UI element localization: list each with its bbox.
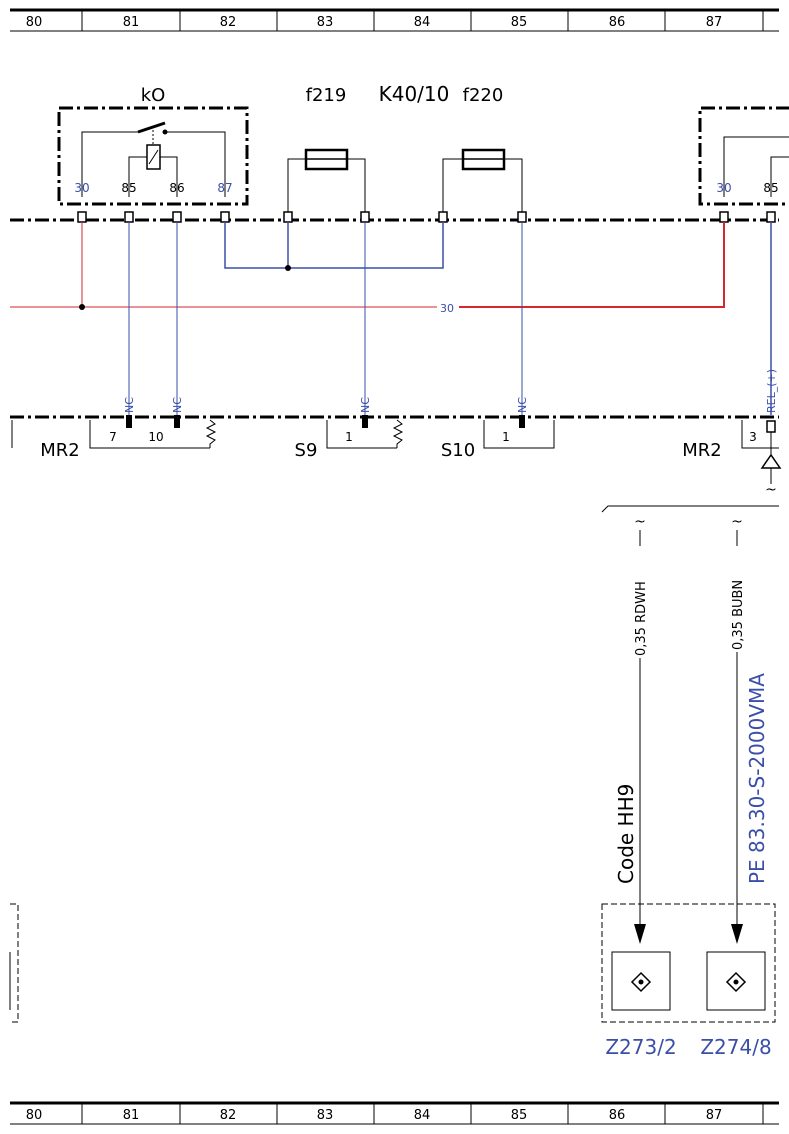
terminal-z274-8-link[interactable]: Z274/8 (700, 1035, 771, 1059)
top-ruler: 80 81 82 83 84 85 86 87 (10, 8, 779, 32)
ruler-top-80: 80 (26, 15, 43, 30)
ruler-bottom-87: 87 (706, 1108, 723, 1123)
relay-ko-label: kO (141, 85, 166, 106)
ground-point-icon (630, 971, 652, 993)
ruler-top-82: 82 (220, 15, 237, 30)
cable-bracket (601, 505, 779, 513)
ruler-top-83: 83 (317, 15, 334, 30)
wire-30-right (459, 222, 725, 308)
fuse-f219-label: f219 (306, 85, 347, 106)
signal-rel-plus: REL_(+) (765, 369, 778, 413)
left-partial-box (10, 903, 19, 1023)
s9-pin-1: 1 (345, 430, 353, 444)
fuse-f219 (287, 148, 366, 212)
wire-bubn: 0,35 BUBN (731, 530, 746, 944)
ruler-top-87: 87 (706, 15, 723, 30)
nc-label-mr2-10: NC (171, 397, 184, 413)
connector-mr2-right: ~ 3 MR2 (682, 420, 782, 498)
mr2-left-pin-10: 10 (148, 430, 163, 444)
wire-30-label: 30 (440, 302, 454, 315)
relay-ko: 30 85 86 87 (57, 106, 249, 206)
wire-rdwh-label: 0,35 RDWH (634, 581, 649, 656)
right-relay-pin-85: 85 (763, 181, 778, 195)
ruler-bottom-82: 82 (220, 1108, 237, 1123)
fuse-f220 (442, 148, 523, 212)
nc-label-mr2-7: NC (123, 397, 136, 413)
ruler-bottom-84: 84 (414, 1108, 431, 1123)
code-hh9-label: Code HH9 (614, 784, 638, 884)
wire-rdwh: 0,35 RDWH (634, 530, 649, 944)
ruler-bottom-85: 85 (511, 1108, 528, 1123)
relay-ko-pin-85: 85 (121, 181, 136, 195)
wire-bubn-label: 0,35 BUBN (731, 580, 746, 650)
mr2-left-pin-7: 7 (109, 430, 117, 444)
relay-ko-pin-86: 86 (169, 181, 184, 195)
mr2-right-label: MR2 (682, 440, 722, 461)
wire-break-right: ~ (731, 514, 743, 530)
ruler-bottom-81: 81 (123, 1108, 140, 1123)
ruler-bottom-80: 80 (26, 1108, 43, 1123)
relay-ko-pin-30: 30 (74, 181, 89, 195)
s9-label: S9 (295, 440, 318, 461)
junction-dot (285, 265, 291, 271)
nc-label-s10: NC (516, 397, 529, 413)
mr2-right-pin-3: 3 (749, 430, 757, 444)
ruler-top-85: 85 (511, 15, 528, 30)
right-relay: 30 85 (698, 106, 789, 206)
ground-terminal-block (601, 903, 776, 1023)
relay-ko-pin-87: 87 (217, 181, 232, 195)
connector-mr2-left: 7 10 MR2 (40, 415, 217, 461)
connector-s10: 1 S10 (441, 415, 555, 461)
connector-s9: 1 S9 (295, 415, 404, 461)
fuse-block-label: K40/10 (379, 82, 450, 106)
bottom-ruler: 80 81 82 83 84 85 86 87 (10, 1101, 779, 1125)
wire-break-symbol: ~ (765, 482, 777, 498)
terminal-z273-2-link[interactable]: Z273/2 (605, 1035, 676, 1059)
fuse-f220-label: f220 (463, 85, 504, 106)
right-relay-pin-30: 30 (716, 181, 731, 195)
nc-label-s9: NC (359, 397, 372, 413)
upper-pin-stubs (77, 211, 776, 223)
ruler-top-86: 86 (609, 15, 626, 30)
ground-point-icon (725, 971, 747, 993)
wire-break-left: ~ (634, 514, 646, 530)
ruler-top-84: 84 (414, 15, 431, 30)
s10-pin-1: 1 (502, 430, 510, 444)
wire-87-bridge (224, 222, 444, 269)
s10-label: S10 (441, 440, 475, 461)
pe-reference-link[interactable]: PE 83.30-S-2000VMA (745, 673, 769, 884)
mr2-left-label: MR2 (40, 440, 80, 461)
ruler-bottom-83: 83 (317, 1108, 334, 1123)
ruler-bottom-86: 86 (609, 1108, 626, 1123)
ruler-top-81: 81 (123, 15, 140, 30)
